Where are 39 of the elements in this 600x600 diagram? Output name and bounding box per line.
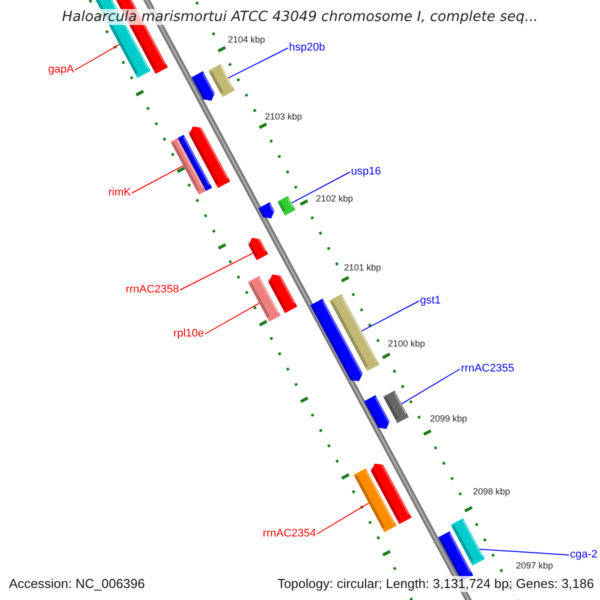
gene-label: rpl10e — [173, 328, 204, 340]
leader-line — [316, 502, 370, 534]
scale-label: 2102 kbp — [316, 194, 354, 204]
info-text: Accession: NC_006396 — [9, 576, 145, 592]
gene-bar — [170, 138, 206, 195]
gene-label: usp16 — [351, 166, 381, 178]
leader-line — [74, 44, 120, 70]
gene-bar — [450, 518, 485, 566]
scale-label: 2098 kbp — [473, 486, 510, 498]
scale-label: 2100 kbp — [388, 338, 426, 350]
gene-bar — [383, 390, 409, 424]
leader-line — [479, 548, 570, 556]
gene-bar — [248, 276, 281, 322]
gene-label: hsp20b — [289, 42, 326, 54]
scale-label: 2103 kbp — [265, 112, 302, 122]
gene-label: rrnAC2355 — [461, 362, 514, 376]
gene-label: gapA — [48, 64, 74, 76]
scale-label: 2101 kbp — [344, 262, 382, 274]
leader-line — [132, 165, 184, 194]
gene-bar — [277, 196, 296, 216]
leader-line — [401, 368, 460, 404]
gene-bar — [329, 294, 380, 372]
gene-bar — [247, 236, 268, 260]
gene-bar — [354, 468, 397, 532]
scale-label: 2104 kbp — [228, 34, 266, 46]
leader-line — [361, 300, 420, 332]
leader-line — [204, 302, 260, 334]
gene-label: gst1 — [420, 294, 441, 308]
scale-label: 2099 kbp — [430, 414, 468, 424]
gene-label: rrnAC2358 — [126, 284, 179, 296]
gene-label: rimK — [108, 186, 131, 200]
gene-label: rrnAC2354 — [262, 528, 316, 540]
scale-label: 2097 kbp — [516, 560, 554, 572]
gene-label: cga-2 — [570, 548, 598, 562]
gene-bar — [208, 64, 235, 98]
leader-line — [180, 252, 254, 290]
leader-line — [228, 48, 288, 79]
info-text: Topology: circular; Length: 3,131,724 bp; Genes: 3,186 — [277, 576, 594, 592]
leader-line — [291, 172, 350, 204]
